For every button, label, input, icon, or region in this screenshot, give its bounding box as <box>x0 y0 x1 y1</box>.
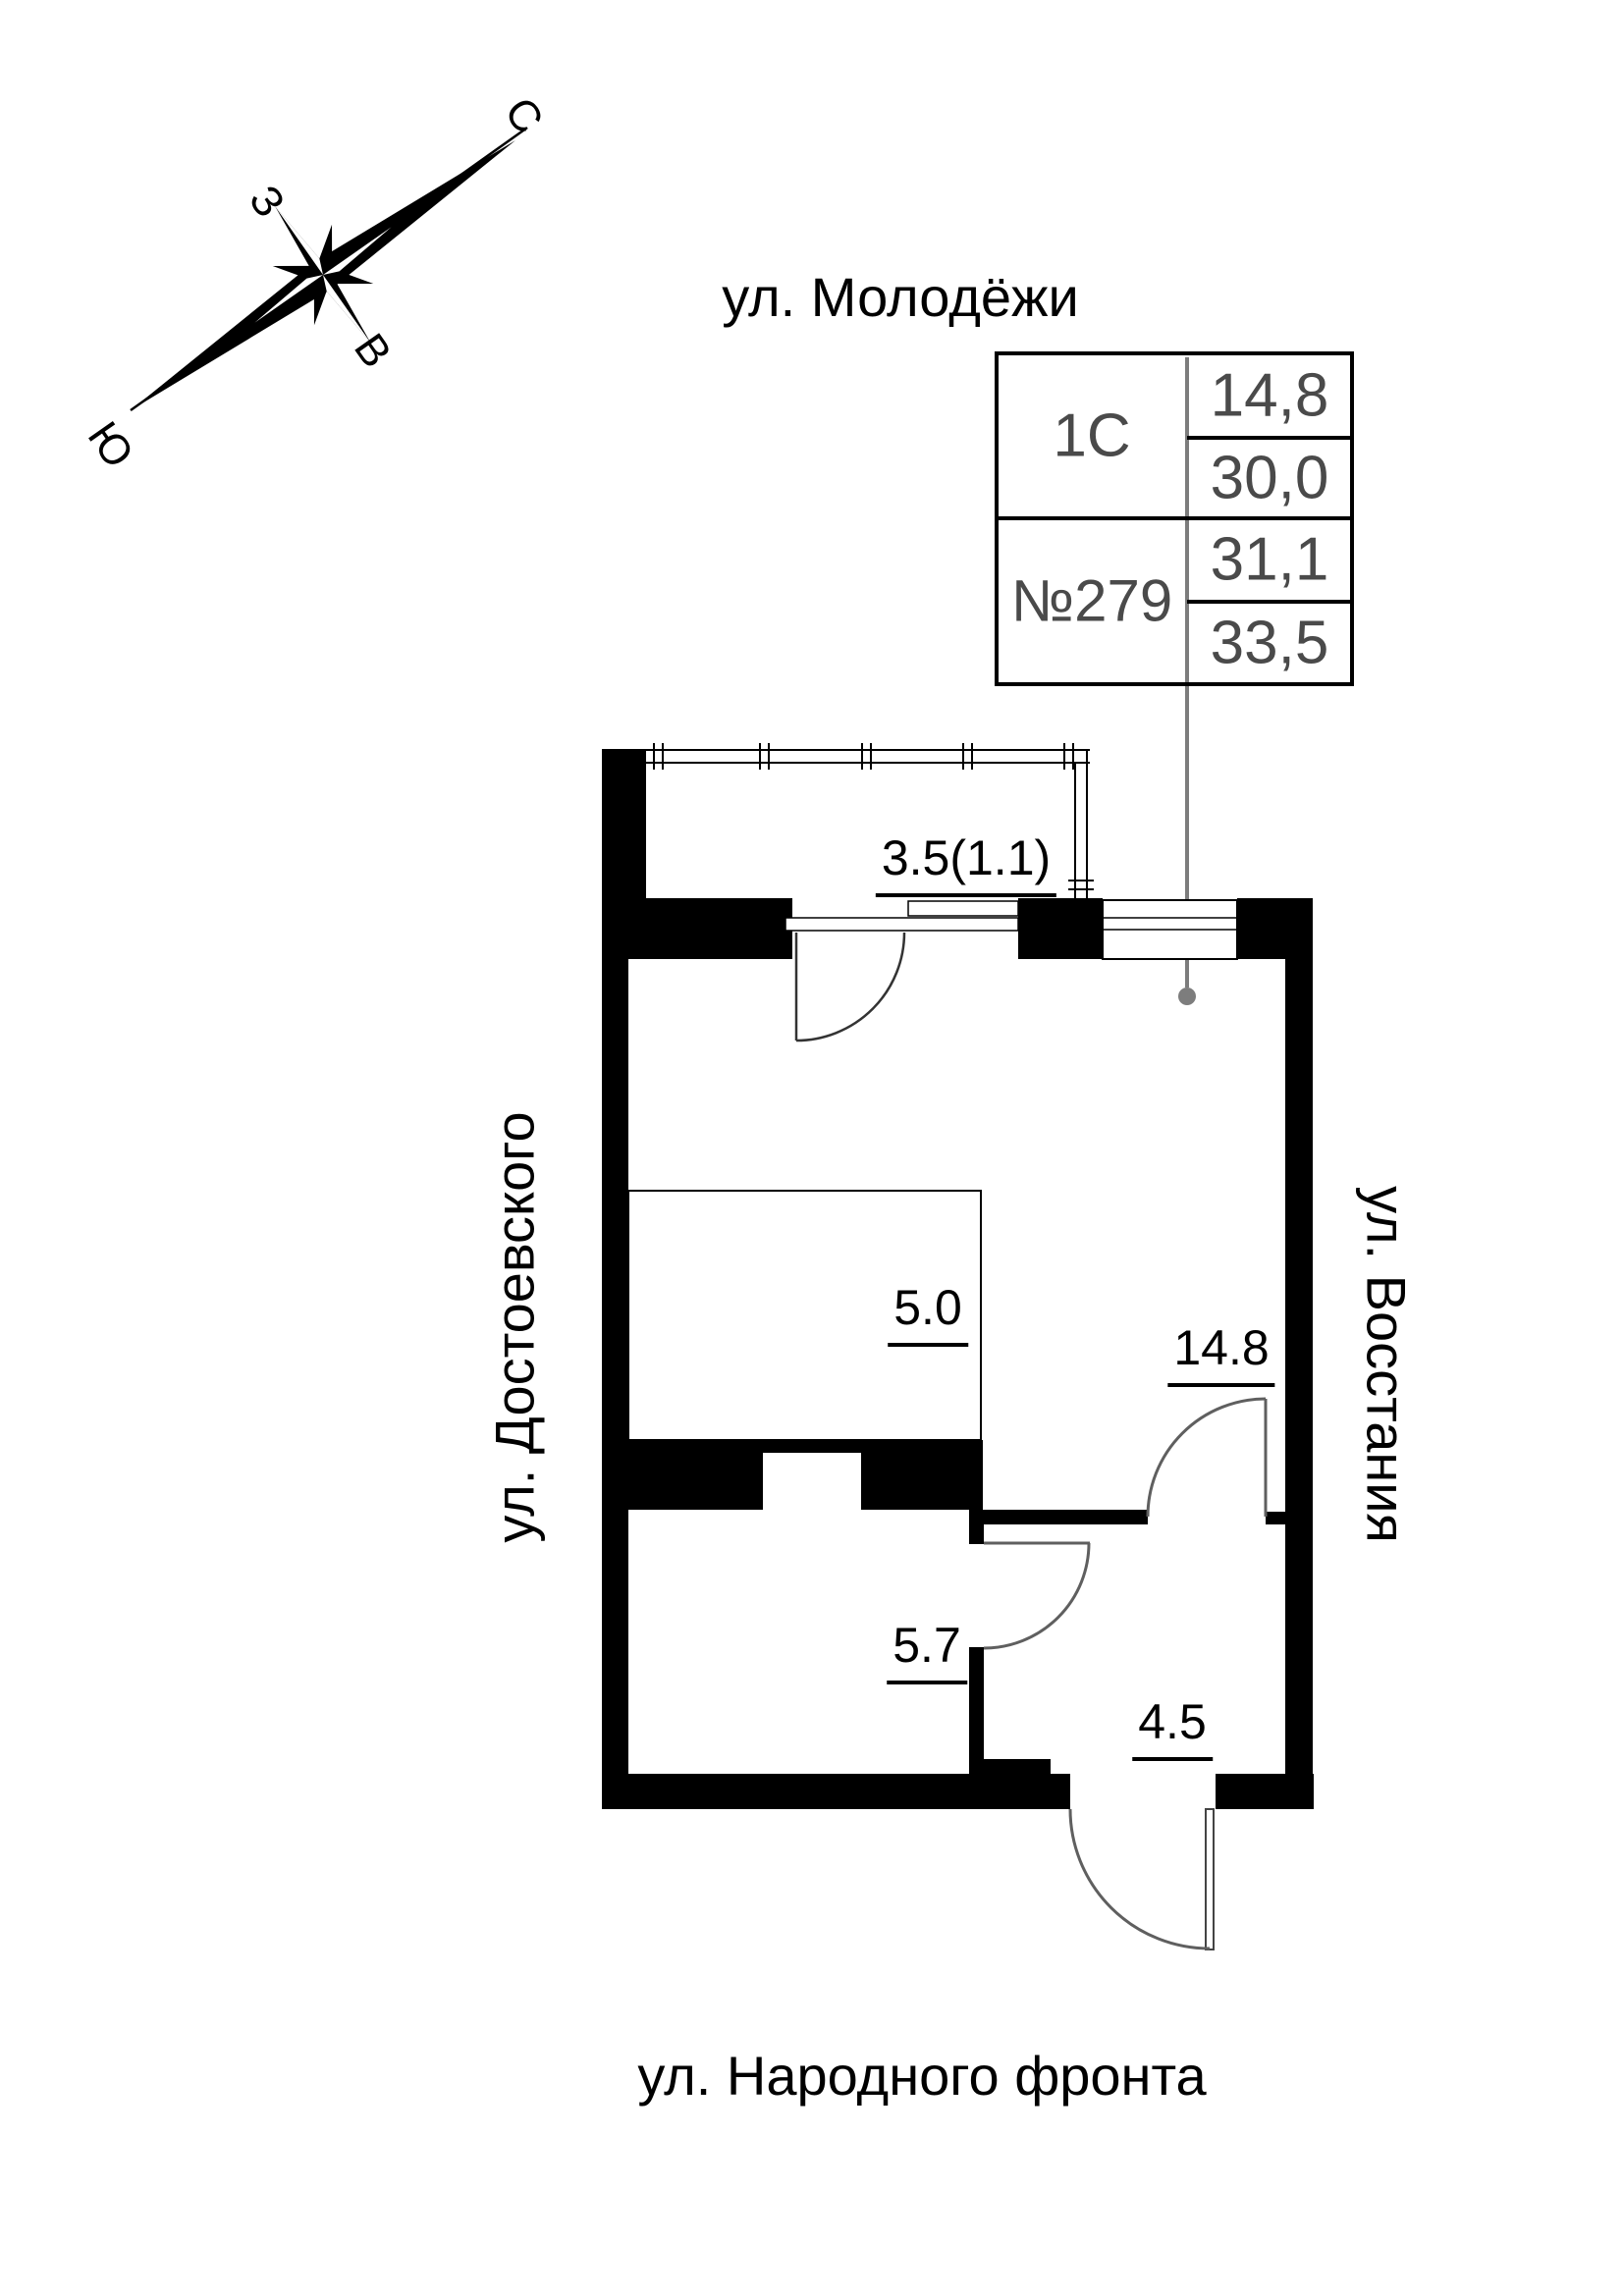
table-divider-right-1 <box>1187 436 1354 440</box>
wall-niche <box>763 1453 861 1511</box>
wall-top-corner <box>1237 898 1313 959</box>
wall-top-segment-1 <box>646 898 792 959</box>
entrance-door-arc <box>1068 1808 1211 1950</box>
compass-star-icon <box>254 206 392 344</box>
street-label-left: ул. Достоевского <box>483 1111 546 1543</box>
wall-left-upper <box>602 749 646 959</box>
entrance-door-leaf <box>1205 1808 1215 1950</box>
partition-bath-upper <box>969 1524 984 1544</box>
unit-area-2: 30,0 <box>1210 444 1329 512</box>
wall-top-pier <box>1018 898 1103 959</box>
table-divider-middle <box>995 516 1354 520</box>
street-label-top: ул. Молодёжи <box>722 266 1079 328</box>
compass-label-west: З <box>240 177 294 226</box>
balcony-glazing <box>646 743 1094 898</box>
balcony-door <box>794 932 906 1042</box>
unit-number: №279 <box>1010 567 1173 634</box>
balcony-window <box>907 900 1019 917</box>
walls <box>602 749 1314 1809</box>
wall-bottom-left <box>602 1774 1070 1809</box>
unit-area-living: 14,8 <box>1210 361 1329 430</box>
unit-type: 1С <box>1053 401 1131 470</box>
windows <box>784 899 1238 960</box>
room-label-hall: 4.5 <box>1132 1693 1213 1761</box>
wall-bottom-step <box>984 1759 1051 1774</box>
balcony-door-sill <box>784 917 1019 932</box>
room-label-living: 14.8 <box>1167 1319 1275 1387</box>
street-label-bottom: ул. Народного фронта <box>637 2045 1207 2107</box>
unit-area-total: 33,5 <box>1210 609 1329 677</box>
entrance-door <box>1068 1808 1215 1950</box>
partition-hall-horizontal <box>969 1510 1148 1524</box>
table-divider-right-2 <box>1187 600 1354 604</box>
street-label-right: ул. Восстания <box>1355 1186 1418 1543</box>
wall-right <box>1285 959 1313 1809</box>
wall-bottom-right <box>1216 1774 1314 1809</box>
compass-label-north: С <box>495 89 552 142</box>
glazing-mullions <box>653 743 1094 890</box>
room-label-balcony: 3.5(1.1) <box>875 829 1057 897</box>
wall-left-lower <box>602 959 628 1809</box>
living-room-door <box>1146 1397 1268 1518</box>
doors <box>794 932 1268 1950</box>
room-label-bathroom: 5.7 <box>887 1617 967 1684</box>
partition-bath-lower <box>969 1647 984 1774</box>
bathroom-door-arc <box>983 1542 1091 1650</box>
balcony-door-arc <box>795 932 906 1042</box>
unit-leader-dot <box>1178 988 1196 1005</box>
kitchen-zone-outline <box>627 1190 982 1441</box>
living-door-arc <box>1146 1397 1267 1518</box>
unit-area-3: 31,1 <box>1210 525 1329 594</box>
partition-stub <box>1266 1512 1285 1524</box>
compass-label-south: Ю <box>79 413 143 477</box>
room-label-kitchen-zone: 5.0 <box>888 1279 968 1347</box>
bathroom-door <box>983 1541 1091 1650</box>
compass-label-east: В <box>345 325 401 376</box>
compass-rose: С Ю З В <box>79 89 553 477</box>
